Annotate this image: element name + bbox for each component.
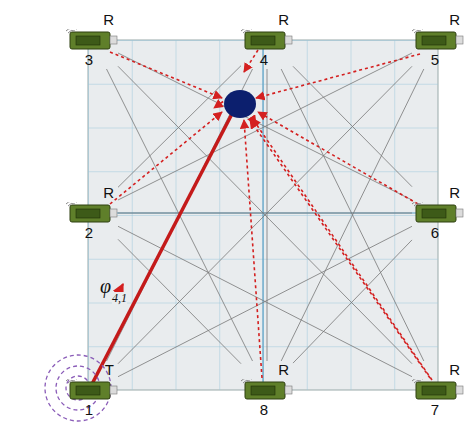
scatter-path — [110, 52, 222, 98]
device-icon — [66, 379, 118, 401]
device-number: 1 — [66, 401, 118, 419]
device-number: 4 — [241, 51, 293, 69]
device-icon — [66, 202, 118, 224]
device-role: R — [66, 11, 118, 29]
link-line — [281, 69, 424, 361]
link-line — [118, 66, 412, 363]
device-number: 8 — [241, 401, 293, 419]
radio-device: R8 — [241, 361, 293, 419]
scatter-path — [258, 112, 418, 204]
device-number: 2 — [66, 224, 118, 242]
device-icon — [241, 29, 293, 51]
device-number: 7 — [412, 401, 464, 419]
device-icon — [412, 29, 464, 51]
link-line — [118, 53, 412, 200]
radio-device: R4 — [241, 11, 293, 69]
device-number: 3 — [66, 51, 118, 69]
grid-lines — [88, 40, 438, 390]
angle-subscript: 4,1 — [112, 292, 127, 304]
device-icon — [412, 379, 464, 401]
scatter-path — [256, 54, 420, 98]
device-role: R — [412, 11, 464, 29]
scatter-path — [244, 50, 258, 72]
link-line — [293, 240, 412, 363]
device-icon — [412, 202, 464, 224]
link-line — [267, 69, 268, 361]
device-role: R — [241, 361, 293, 379]
radio-device: R2 — [66, 184, 118, 242]
radio-device: T1 — [66, 361, 118, 419]
emission-rings — [45, 355, 111, 421]
radio-device: R6 — [412, 184, 464, 242]
scatter-path — [250, 120, 430, 378]
radio-device: R3 — [66, 11, 118, 69]
radio-device: R5 — [412, 11, 464, 69]
radio-device: R7 — [412, 361, 464, 419]
link-line — [293, 66, 412, 186]
link-line — [118, 66, 412, 363]
target-object — [224, 90, 256, 118]
device-role: T — [66, 361, 118, 379]
direct-path — [92, 110, 234, 384]
scatter-path — [244, 120, 262, 378]
field-area — [88, 40, 438, 390]
device-number: 6 — [412, 224, 464, 242]
scatter-path — [252, 118, 432, 380]
device-icon — [66, 29, 118, 51]
grid-line — [262, 40, 263, 390]
device-role: R — [66, 184, 118, 202]
angle-symbol: φ — [100, 276, 111, 296]
link-line — [118, 53, 412, 200]
device-role: R — [241, 11, 293, 29]
device-number: 5 — [412, 51, 464, 69]
device-role: R — [412, 361, 464, 379]
device-icon — [241, 379, 293, 401]
link-line — [118, 213, 412, 214]
scatter-path — [110, 112, 222, 204]
device-role: R — [412, 184, 464, 202]
link-line — [281, 69, 424, 361]
